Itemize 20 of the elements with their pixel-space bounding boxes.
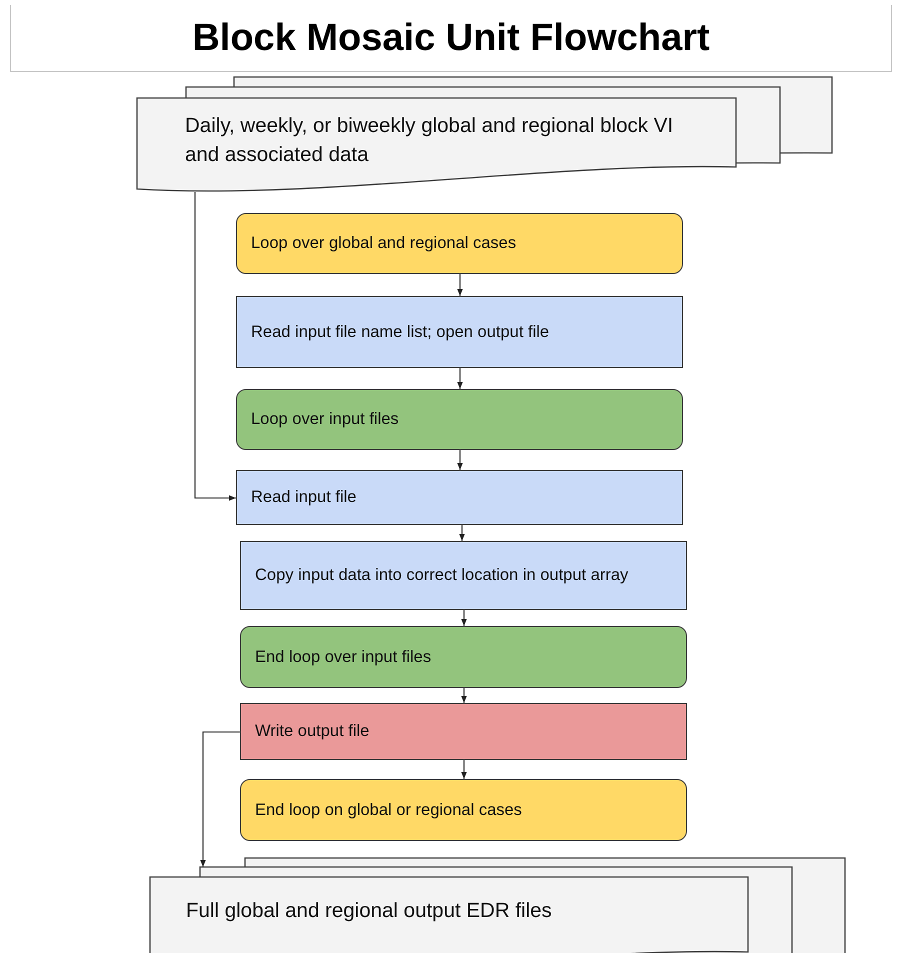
process-box: Write output file [240, 703, 687, 760]
document-label: Full global and regional output EDR files [186, 898, 553, 924]
loop-box: Loop over input files [236, 389, 683, 450]
document-label: Daily, weekly, or biweekly global and regional block VI and associated data [185, 113, 674, 168]
arrow [457, 450, 463, 470]
arrow [461, 610, 467, 626]
process-box: Copy input data into correct location in output array [240, 541, 687, 610]
loop-box: Loop over global and regional cases [236, 213, 683, 274]
arrow [459, 525, 465, 541]
arrow [194, 192, 236, 501]
loop-box: End loop over input files [240, 626, 687, 688]
arrow [200, 731, 240, 867]
process-box: Read input file name list; open output file [236, 296, 683, 368]
process-box: Read input file [236, 470, 683, 525]
loop-box: End loop on global or regional cases [240, 779, 687, 841]
arrow [457, 368, 463, 389]
arrow [457, 274, 463, 296]
arrow [461, 688, 467, 703]
arrow [461, 760, 467, 779]
diagram-title: Block Mosaic Unit Flowchart [192, 16, 710, 60]
